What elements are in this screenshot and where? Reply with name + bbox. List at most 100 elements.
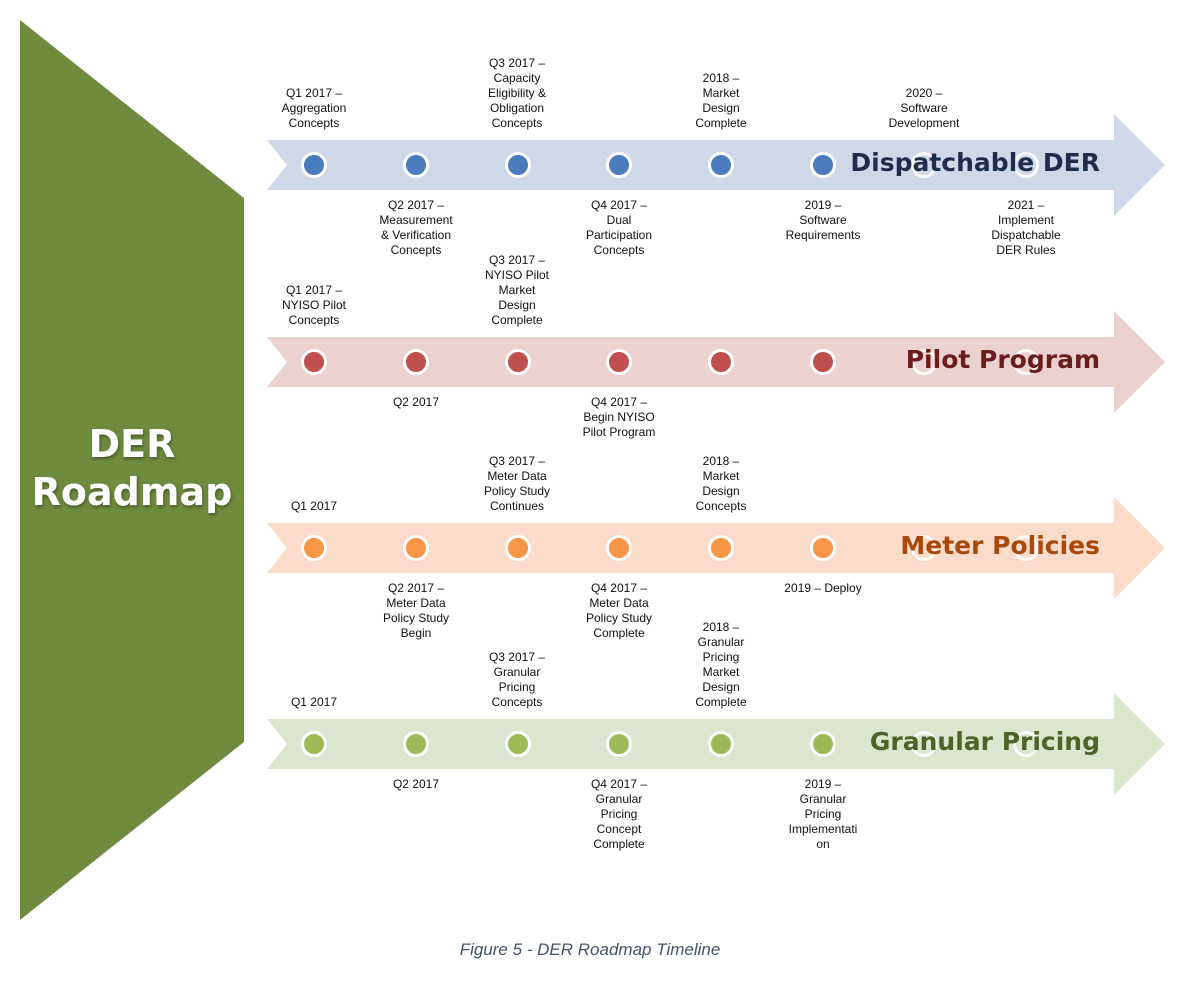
- milestone-label-below: 2019 – Granular Pricing Implementati on: [773, 777, 873, 852]
- label-line: Q1 2017 –: [285, 283, 343, 297]
- track-granular-pricing: Granular Pricing Q1 2017 Q3 2017 – Granu…: [0, 579, 1200, 859]
- track-title: Granular Pricing: [869, 727, 1100, 756]
- label-line: & Verification: [380, 228, 452, 242]
- milestone-label-above: Q3 2017 – Meter Data Policy Study Contin…: [467, 454, 567, 514]
- label-line: Aggregation: [281, 101, 347, 115]
- milestone-dot-future: [1013, 152, 1039, 178]
- figure-caption: Figure 5 - DER Roadmap Timeline: [459, 940, 721, 959]
- label-line: Policy Study: [382, 611, 450, 625]
- label-line: 2018 –: [702, 620, 740, 634]
- label-line: Granular: [697, 635, 745, 649]
- label-line: 2018 –: [702, 71, 740, 85]
- label-line: Q3 2017 –: [488, 650, 546, 664]
- label-line: Concepts: [695, 499, 747, 513]
- label-line: Complete: [593, 626, 645, 640]
- label-line: Meter Data: [386, 596, 446, 610]
- milestone-dot-future: [1013, 731, 1039, 757]
- milestone-dot: [505, 731, 531, 757]
- milestone-label-above: Q1 2017: [264, 499, 364, 514]
- milestone-label-below: Q4 2017 – Begin NYISO Pilot Program: [569, 395, 669, 440]
- milestone-dot: [505, 349, 531, 375]
- milestone-dot: [708, 152, 734, 178]
- label-line: Participation: [585, 228, 653, 242]
- label-line: Requirements: [785, 228, 861, 242]
- label-line: Complete: [593, 837, 645, 851]
- milestone-label-below: Q2 2017 – Measurement & Verification Con…: [366, 198, 466, 258]
- milestone-dot: [810, 349, 836, 375]
- label-line: Q3 2017 –: [488, 454, 546, 468]
- milestone-dot: [606, 731, 632, 757]
- milestone-dot: [505, 152, 531, 178]
- label-line: Continues: [489, 499, 545, 513]
- label-line: Design: [702, 680, 740, 694]
- milestone-dot: [301, 349, 327, 375]
- milestone-dot: [403, 152, 429, 178]
- label-line: Concepts: [390, 243, 442, 257]
- milestone-label-below: Q4 2017 – Meter Data Policy Study Comple…: [569, 581, 669, 641]
- milestone-dot: [301, 535, 327, 561]
- roadmap-chevron-shape: [20, 20, 244, 920]
- milestone-dot: [301, 731, 327, 757]
- milestone-label-below: Q2 2017 – Meter Data Policy Study Begin: [366, 581, 466, 641]
- milestone-label-above: Q1 2017 – Aggregation Concepts: [264, 86, 364, 131]
- milestone-label-above: Q1 2017 – NYISO Pilot Concepts: [264, 283, 364, 328]
- label-line: Meter Data: [589, 596, 649, 610]
- milestone-dot: [708, 731, 734, 757]
- milestone-label-above: Q1 2017: [264, 695, 364, 710]
- track-pilot-program: Pilot Program Q1 2017 – NYISO Pilot Conc…: [0, 197, 1200, 457]
- milestone-dot: [505, 535, 531, 561]
- label-line: NYISO Pilot: [484, 268, 550, 282]
- label-line: Market: [702, 469, 740, 483]
- track-title: Meter Policies: [900, 531, 1100, 560]
- label-line: Dual: [606, 213, 632, 227]
- milestone-label-above: 2018 – Granular Pricing Market Design Co…: [671, 620, 771, 710]
- label-line: on: [816, 837, 830, 851]
- label-line: 2019 – Deploy: [784, 581, 862, 595]
- milestone-label-above: 2018 – Market Design Complete: [671, 71, 771, 131]
- label-line: Policy Study: [483, 484, 551, 498]
- label-line: Software: [799, 213, 847, 227]
- milestone-label-below: Q4 2017 – Granular Pricing Concept Compl…: [569, 777, 669, 852]
- label-line: Obligation: [489, 101, 545, 115]
- label-line: Market: [702, 86, 740, 100]
- milestone-label-above: Q3 2017 – Granular Pricing Concepts: [467, 650, 567, 710]
- label-line: Market: [498, 283, 536, 297]
- milestone-dot: [810, 731, 836, 757]
- label-line: Begin NYISO: [583, 410, 655, 424]
- milestone-dot: [708, 349, 734, 375]
- track-meter-policies: Meter Policies Q1 2017 Q3 2017 – Meter D…: [0, 383, 1200, 643]
- milestone-label-below: 2019 – Software Requirements: [773, 198, 873, 243]
- label-line: Pricing: [702, 650, 740, 664]
- label-line: Meter Data: [487, 469, 547, 483]
- milestone-label-below: Q2 2017: [366, 777, 466, 792]
- label-line: Concepts: [288, 313, 340, 327]
- label-line: Complete: [491, 313, 543, 327]
- label-line: Pricing: [600, 807, 638, 821]
- milestone-dot: [301, 152, 327, 178]
- milestone-dot-future: [911, 349, 937, 375]
- label-line: Software: [900, 101, 948, 115]
- milestone-dot: [403, 731, 429, 757]
- milestone-label-below: 2021 – Implement Dispatchable DER Rules: [976, 198, 1076, 258]
- track-dispatchable-der: Dispatchable DER Q1 2017 – Aggregation C…: [0, 0, 1200, 260]
- label-line: Granular: [595, 792, 643, 806]
- roadmap-title-line-2: Roadmap: [31, 470, 233, 514]
- label-line: Q4 2017 –: [590, 581, 648, 595]
- label-line: Complete: [695, 116, 747, 130]
- label-line: Market: [702, 665, 740, 679]
- milestone-dot-future: [1013, 349, 1039, 375]
- milestone-dot: [403, 349, 429, 375]
- milestone-label-above: 2018 – Market Design Concepts: [671, 454, 771, 514]
- milestone-label-above: Q3 2017 – NYISO Pilot Market Design Comp…: [467, 253, 567, 328]
- label-line: Development: [888, 116, 960, 130]
- label-line: Implementati: [788, 822, 858, 836]
- milestone-dot-future: [1013, 535, 1039, 561]
- label-line: Implement: [997, 213, 1055, 227]
- label-line: Measurement: [379, 213, 453, 227]
- roadmap-title: DER Roadmap: [20, 420, 244, 516]
- milestone-label-above: 2020 – Software Development: [874, 86, 974, 131]
- label-line: Granular: [799, 792, 847, 806]
- label-line: Granular: [493, 665, 541, 679]
- label-line: Design: [702, 484, 740, 498]
- label-line: Q1 2017 –: [285, 86, 343, 100]
